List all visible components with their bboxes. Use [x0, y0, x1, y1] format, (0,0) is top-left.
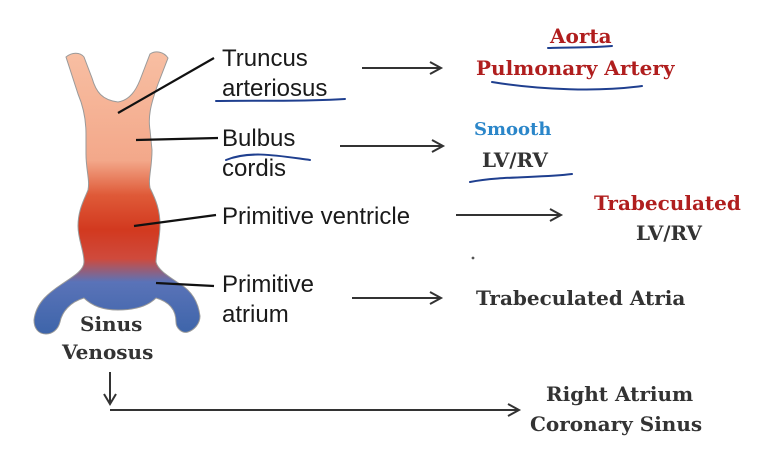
pointer-atrium — [155, 281, 215, 288]
outcome-smooth: Smooth — [474, 119, 552, 140]
outcome-pulmonary-artery: Pulmonary Artery — [476, 56, 675, 80]
outcome-right-atrium: Right Atrium — [546, 382, 694, 406]
outcome-trabeculated: Trabeculated — [594, 191, 741, 215]
pen-underline-cordis — [225, 153, 311, 161]
arrow-bulbus — [340, 139, 446, 153]
pen-underline-arteriosus — [215, 98, 346, 102]
outcome-ventricle-lvrv: LV/RV — [636, 221, 702, 245]
pointer-truncus — [117, 57, 215, 114]
pointer-bulbus — [135, 136, 219, 142]
pen-underline-pulmonary — [491, 81, 643, 91]
label-primitive-atrium-line1: Primitive — [222, 271, 315, 298]
outcome-aorta: Aorta — [550, 24, 612, 48]
arrow-atrium — [352, 291, 444, 305]
label-truncus-line1: Truncus — [222, 45, 308, 72]
pen-underline-lvrv — [469, 173, 573, 183]
label-bulbus-line2: cordis — [222, 155, 287, 182]
pointer-ventricle — [133, 213, 217, 228]
arrow-sinus — [103, 372, 522, 417]
label-bulbus-line1: Bulbus — [222, 125, 296, 152]
pen-underline-aorta — [547, 45, 613, 49]
heart-tube-shape — [33, 51, 201, 335]
label-truncus-line2: arteriosus — [222, 75, 328, 102]
arrow-truncus — [362, 61, 444, 75]
stray-dot — [471, 256, 475, 260]
outcome-bulbus-lvrv: LV/RV — [482, 148, 548, 172]
label-primitive-ventricle: Primitive ventricle — [222, 203, 411, 230]
outcome-trabeculated-atria: Trabeculated Atria — [476, 286, 686, 310]
label-primitive-atrium-line2: atrium — [222, 301, 289, 328]
label-sinus-line1: Sinus — [80, 312, 143, 336]
outcome-coronary-sinus: Coronary Sinus — [530, 412, 703, 436]
label-sinus-line2: Venosus — [62, 340, 154, 364]
arrow-ventricle — [456, 208, 564, 222]
